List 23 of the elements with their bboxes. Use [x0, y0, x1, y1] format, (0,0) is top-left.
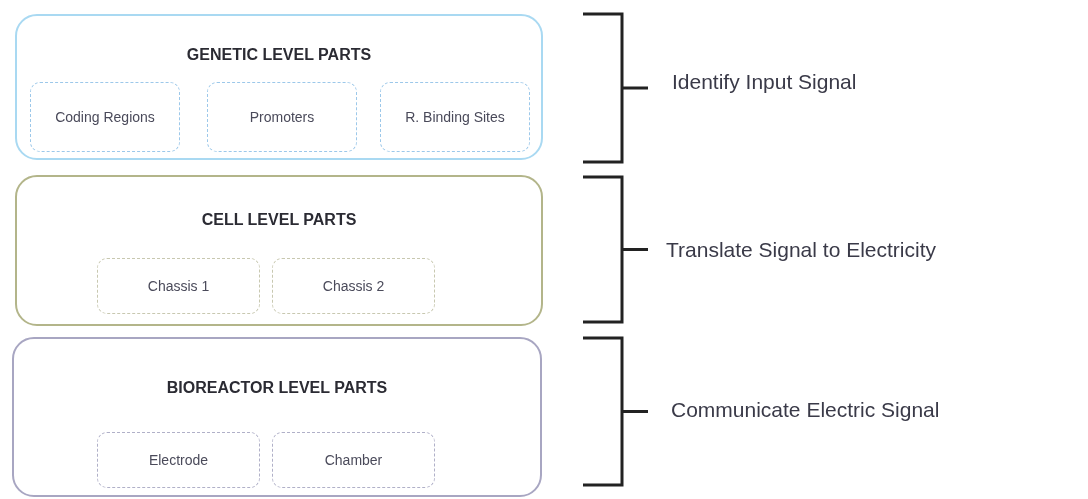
- part-label: Promoters: [249, 107, 315, 127]
- stage-label: Identify Input Signal: [672, 70, 857, 94]
- part-label: R. Binding Sites: [405, 107, 505, 127]
- part-box: [97, 432, 260, 488]
- part-box: [380, 82, 530, 152]
- part-label: Chassis 2: [322, 276, 385, 296]
- part-box: [272, 432, 435, 488]
- stage-label: Communicate Electric Signal: [671, 398, 940, 422]
- part-box: [30, 82, 180, 152]
- stage-label: Translate Signal to Electricity: [666, 238, 936, 262]
- part-label: Coding Regions: [55, 107, 155, 127]
- part-label: Chamber: [324, 450, 383, 470]
- panel-heading: BIOREACTOR LEVEL PARTS: [165, 379, 389, 397]
- part-box: [97, 258, 260, 314]
- part-box: [207, 82, 357, 152]
- level-panel: [15, 175, 543, 326]
- panel-heading: GENETIC LEVEL PARTS: [185, 46, 373, 64]
- part-box: [272, 258, 435, 314]
- panel-heading: CELL LEVEL PARTS: [200, 211, 358, 229]
- level-panel: [12, 337, 542, 497]
- level-panel: [15, 14, 543, 160]
- part-label: Electrode: [148, 450, 209, 470]
- part-label: Chassis 1: [147, 276, 210, 296]
